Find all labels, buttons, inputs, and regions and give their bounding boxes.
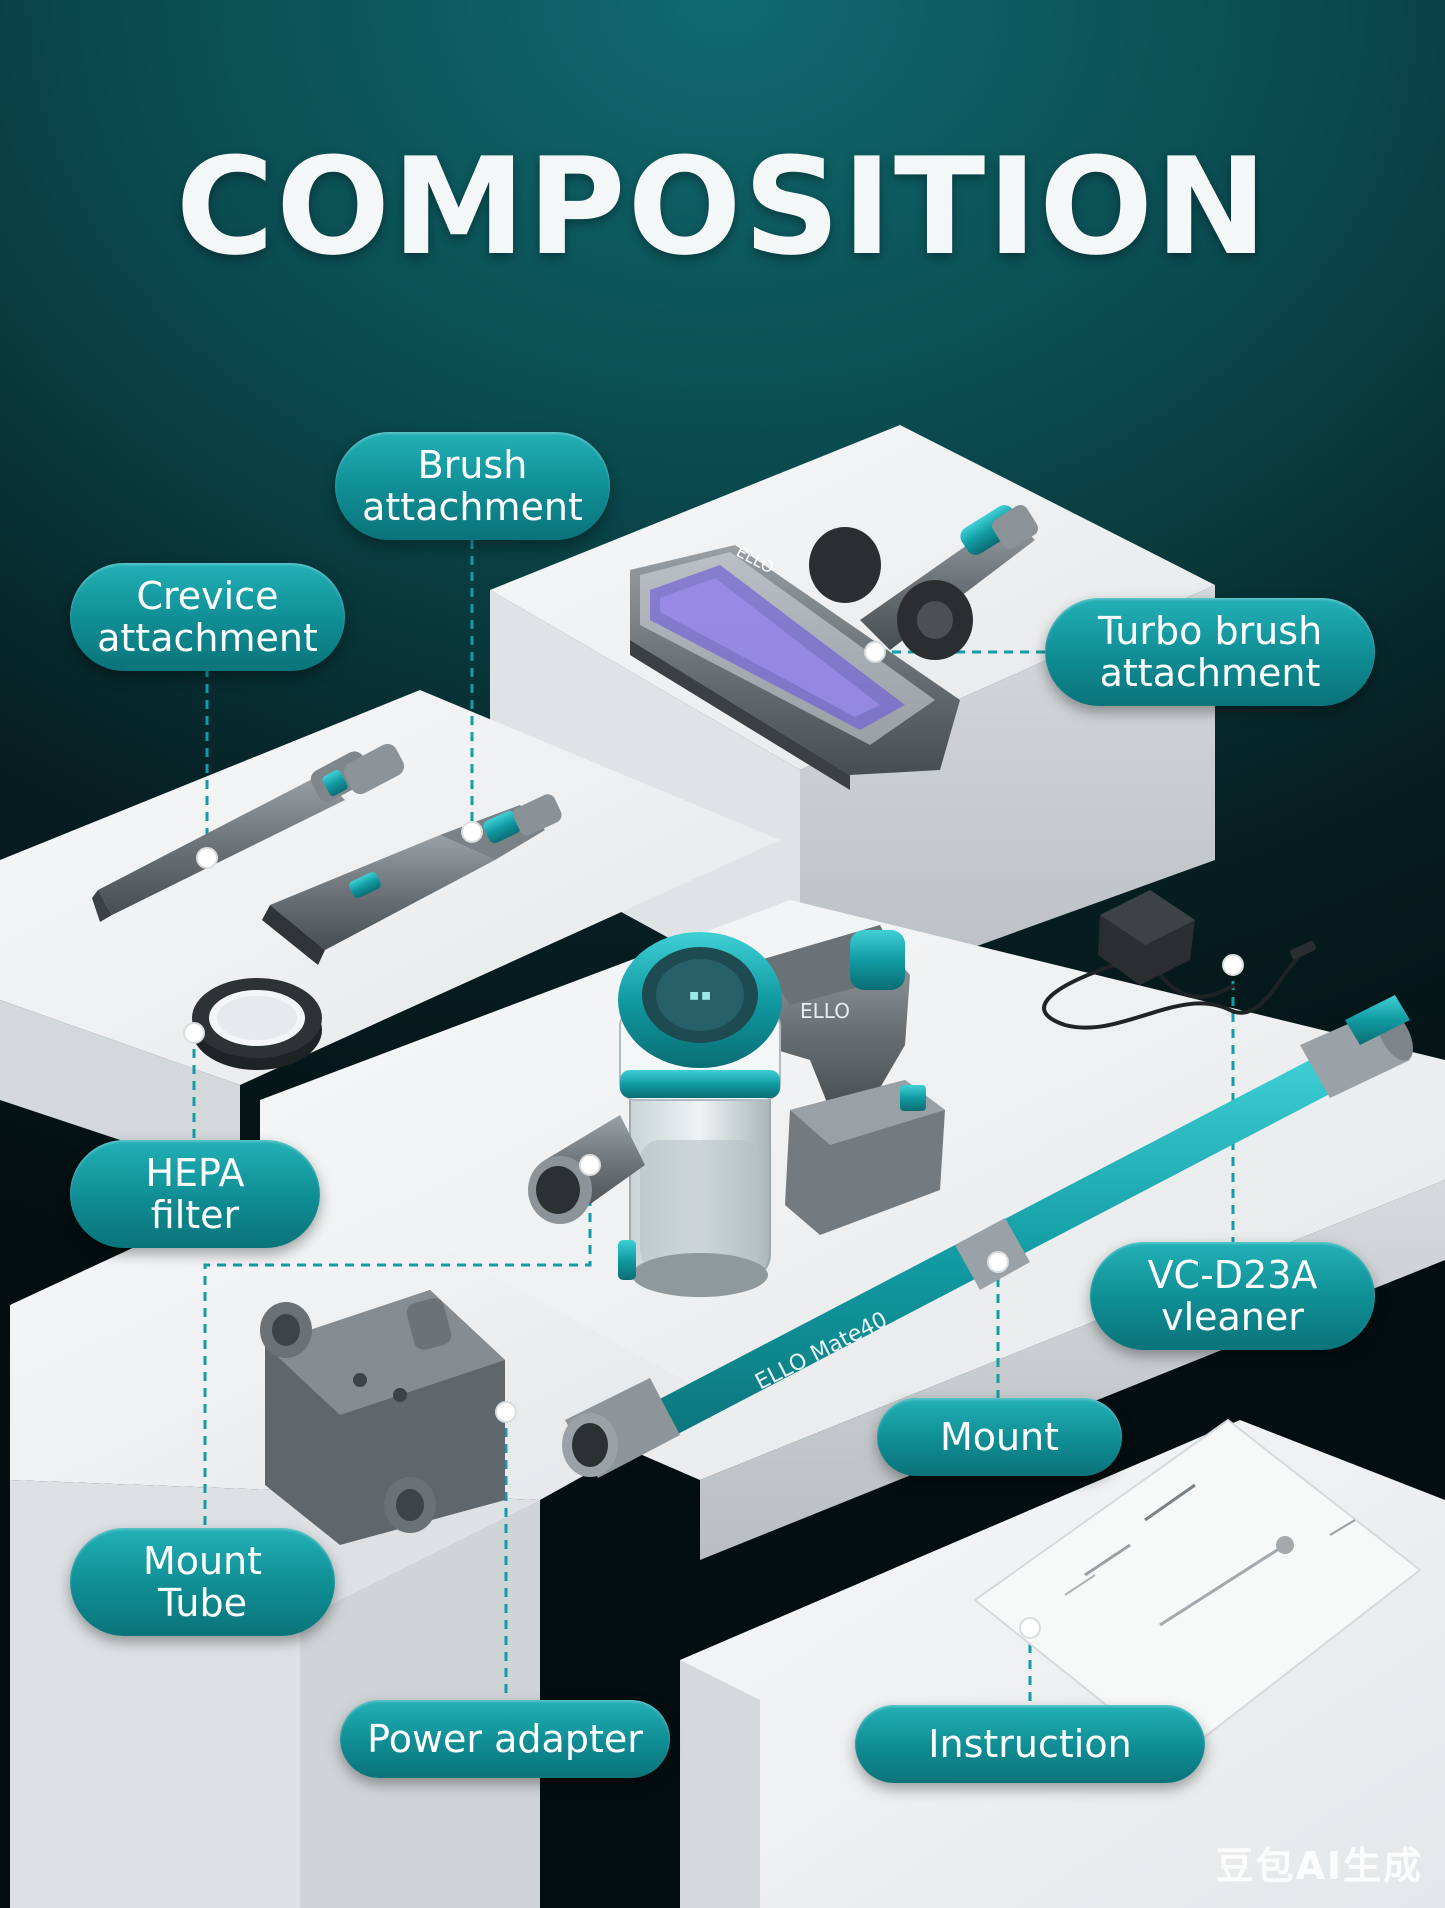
connector-dots <box>183 641 1244 1639</box>
cleaner-main-unit: ELLO ▪▪ <box>528 925 945 1297</box>
watermark: 豆包AI生成 <box>1215 1844 1423 1888</box>
wall-mount-product <box>260 1290 505 1545</box>
connector-lines <box>192 540 1235 1705</box>
brush-product <box>262 794 562 965</box>
crevice-product <box>92 743 405 922</box>
svg-text:▪▪: ▪▪ <box>688 982 712 1006</box>
label-mount: Mount <box>877 1398 1122 1476</box>
power-adapter-product <box>1042 890 1316 1030</box>
hepa-filter-product <box>192 978 322 1070</box>
cleaner-logo-text: ELLO <box>800 999 850 1023</box>
label-power-adapter: Power adapter <box>340 1700 670 1778</box>
extension-tube-product: ELLO Mate40 <box>562 995 1414 1478</box>
page-title: COMPOSITION <box>175 129 1270 285</box>
label-instruction: Instruction <box>855 1705 1205 1783</box>
turbo-brush-product: ELLO <box>630 505 1038 790</box>
